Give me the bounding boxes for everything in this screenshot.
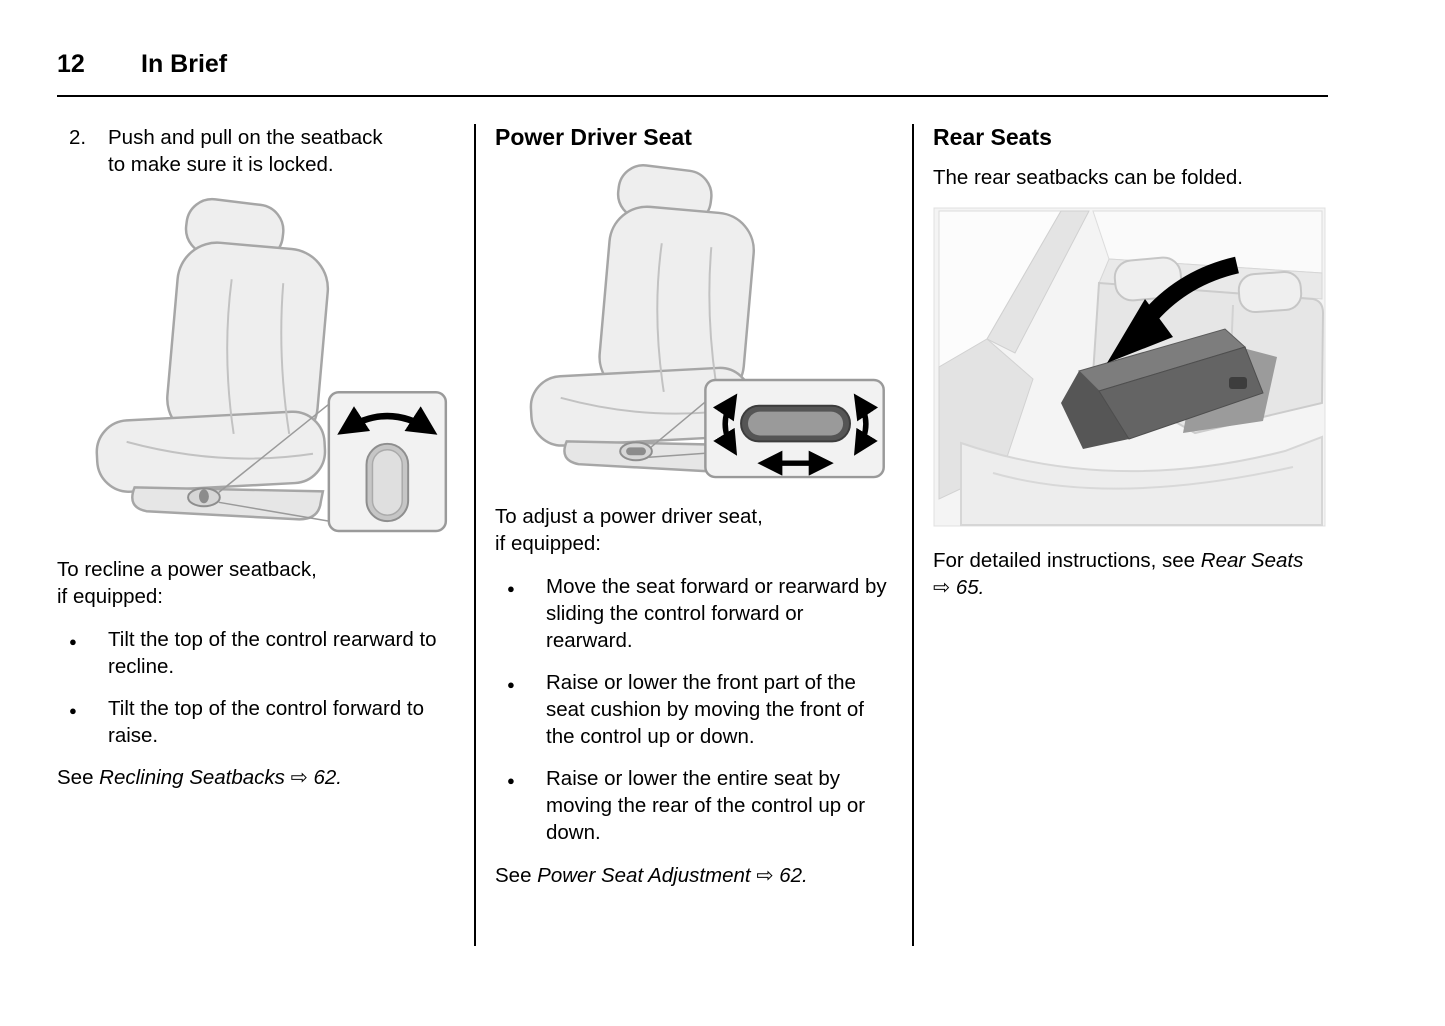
rear-seats-intro: The rear seatbacks can be folded. <box>933 166 1243 189</box>
power-seat-bullet-list: Move the seat forward or rearward by sli… <box>495 573 893 846</box>
fold-arrow-icon <box>1144 256 1240 321</box>
callout-line <box>648 452 706 458</box>
latch <box>1229 377 1247 390</box>
fold-arrow-head-icon <box>1107 299 1173 364</box>
step-number: 2. <box>69 126 87 149</box>
folded-seatback-panel <box>1098 346 1264 440</box>
section-heading: Rear Seats <box>933 124 1052 150</box>
cross-reference: See Reclining Seatbacks ⇨ 62. <box>57 766 342 790</box>
rear-headrest <box>1237 271 1303 314</box>
step-item: 2. Push and pull on the seatback to make… <box>57 124 455 178</box>
bullet-text: Raise or lower the front part of the sea… <box>546 671 864 749</box>
page-number: 12 <box>57 50 85 78</box>
section-title: In Brief <box>141 50 228 78</box>
page-link-arrow: ⇨ <box>933 576 956 600</box>
rear-seats-illustration <box>933 207 1326 527</box>
bullet-icon <box>57 695 108 749</box>
list-item: Move the seat forward or rearward by sli… <box>495 573 893 654</box>
callout-line <box>218 403 330 494</box>
rear-tilt-arrow-icon <box>853 393 879 456</box>
tilt-double-arrow-icon <box>337 406 438 435</box>
front-seat <box>95 198 330 521</box>
page-link-arrow: ⇨ <box>750 863 780 887</box>
bullet-text: Tilt the top of the control rearward to … <box>108 628 437 679</box>
list-item: Tilt the top of the control rearward to … <box>57 626 455 680</box>
list-item: Tilt the top of the control forward to r… <box>57 695 455 749</box>
page-link-arrow: ⇨ <box>284 766 314 790</box>
recline-intro: To recline a power seatback, if equipped… <box>57 558 317 609</box>
bullet-icon <box>495 669 546 750</box>
pillar <box>986 210 1090 354</box>
recline-control-inset <box>327 391 448 533</box>
seat-cushion <box>95 410 327 494</box>
power-seat-illustration <box>529 164 885 479</box>
page-header: 12 In Brief <box>57 50 1328 79</box>
rear-headrest <box>1113 256 1183 302</box>
power-seat-control <box>619 441 653 462</box>
cross-reference: For detailed instructions, see Rear Seat… <box>933 549 1304 600</box>
column-divider <box>474 124 476 946</box>
callout-line <box>650 401 706 448</box>
folded-seatback-side <box>1061 371 1129 450</box>
power-seat-figure <box>495 164 893 483</box>
rear-seat-cushion <box>960 435 1323 527</box>
header-rule <box>57 95 1328 97</box>
front-seat <box>529 164 755 474</box>
bullet-icon <box>495 765 546 846</box>
power-seat-intro: To adjust a power driver seat, if equipp… <box>495 505 763 556</box>
rear-seats-figure <box>933 207 1326 527</box>
bullet-icon <box>495 573 546 654</box>
manual-page: 12 In Brief 2. Push and pull on the seat… <box>0 0 1328 946</box>
recline-bullet-list: Tilt the top of the control rearward to … <box>57 626 455 749</box>
power-control-inset <box>704 378 885 479</box>
cross-reference: See Power Seat Adjustment ⇨ 62. <box>495 863 808 887</box>
column-seatback-recline: 2. Push and pull on the seatback to make… <box>57 124 455 812</box>
list-item: Raise or lower the front part of the sea… <box>495 669 893 750</box>
step-text: Push and pull on the seatback to make su… <box>108 126 383 177</box>
column-divider <box>912 124 914 946</box>
section-heading: Power Driver Seat <box>495 124 692 150</box>
bullet-text: Tilt the top of the control forward to r… <box>108 697 425 748</box>
bullet-icon <box>57 626 108 680</box>
seatback-recline-figure <box>57 194 455 536</box>
callout-line <box>218 501 329 522</box>
recline-control <box>187 487 221 508</box>
front-tilt-arrow-icon <box>712 393 738 456</box>
seat-seams <box>126 279 314 460</box>
bullet-text: Raise or lower the entire seat by moving… <box>546 767 866 845</box>
list-item: Raise or lower the entire seat by moving… <box>495 765 893 846</box>
bullet-text: Move the seat forward or rearward by sli… <box>546 575 887 653</box>
seat-recline-illustration <box>95 198 448 533</box>
column-power-driver-seat: Power Driver Seat <box>495 124 893 909</box>
column-rear-seats: Rear Seats The rear seatbacks can be fol… <box>933 124 1326 622</box>
